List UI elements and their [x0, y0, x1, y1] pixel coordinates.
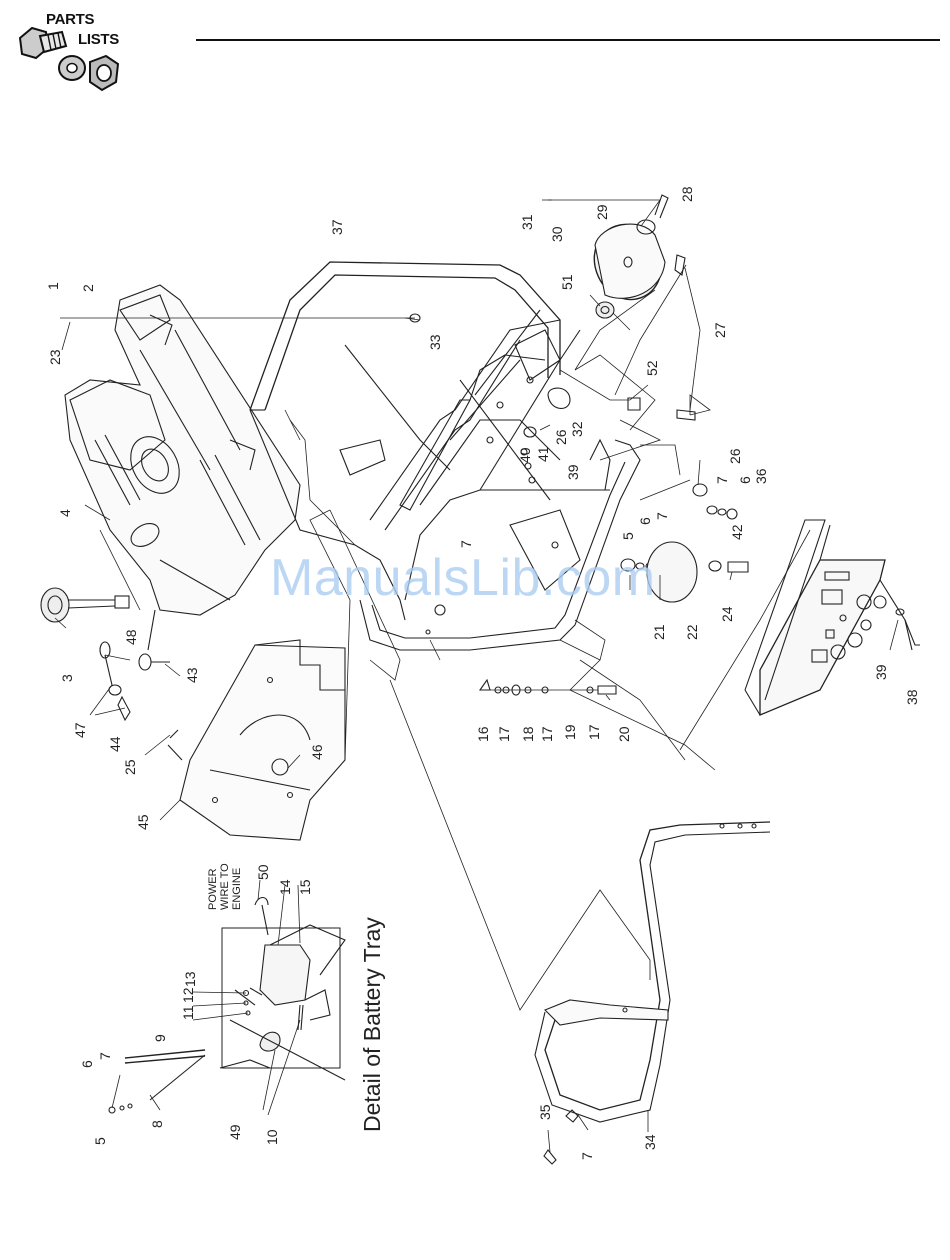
callout-32: 32	[569, 421, 585, 437]
callout-6: 6	[737, 476, 753, 484]
callout-36: 36	[753, 468, 769, 484]
callout-37: 37	[329, 219, 345, 235]
callout-20: 20	[616, 726, 632, 742]
callout-29: 29	[594, 204, 610, 220]
callout-31: 31	[519, 214, 535, 230]
callout-17: 17	[496, 726, 512, 742]
callout-13: 13	[182, 971, 198, 987]
callout-47: 47	[72, 722, 88, 738]
callout-10: 10	[264, 1129, 280, 1145]
handle-drawing	[535, 822, 770, 1164]
callout-44: 44	[107, 736, 123, 752]
callout-7: 7	[714, 476, 730, 484]
callout-39: 39	[873, 664, 889, 680]
callout-9: 9	[152, 1034, 168, 1042]
fuel-tank-drawing	[65, 285, 300, 615]
callout-26: 26	[727, 448, 743, 464]
callout-42: 42	[729, 524, 745, 540]
power-wire-label: POWER WIRE TO ENGINE	[207, 863, 243, 910]
callout-40: 40	[517, 447, 533, 463]
callout-6: 6	[637, 517, 653, 525]
detail-title: Detail of Battery Tray	[359, 917, 385, 1132]
power-wire-line-3: ENGINE	[231, 868, 243, 910]
callout-21: 21	[651, 624, 667, 640]
callout-7: 7	[654, 512, 670, 520]
power-wire-line-1: POWER	[207, 868, 219, 910]
callout-18: 18	[520, 726, 536, 742]
callout-27: 27	[712, 322, 728, 338]
callout-22: 22	[684, 624, 700, 640]
callout-30: 30	[549, 226, 565, 242]
callout-26: 26	[553, 429, 569, 445]
callout-3: 3	[59, 674, 75, 682]
hardware-bottom-drawing	[480, 680, 616, 695]
callout-6: 6	[79, 1060, 95, 1068]
callout-23: 23	[47, 349, 63, 365]
fuel-cap-drawing	[41, 588, 129, 622]
callout-14: 14	[277, 879, 293, 895]
callout-11: 11	[180, 1005, 196, 1020]
callout-39: 39	[565, 464, 581, 480]
callout-52: 52	[644, 360, 660, 376]
main-frame-drawing	[250, 262, 640, 650]
callout-34: 34	[642, 1134, 658, 1150]
callout-28: 28	[679, 186, 695, 202]
callout-5: 5	[620, 532, 636, 540]
callout-25: 25	[122, 759, 138, 775]
callout-48: 48	[123, 629, 139, 645]
callout-16: 16	[475, 726, 491, 742]
callout-7: 7	[97, 1052, 113, 1060]
callout-8: 8	[149, 1120, 165, 1128]
callout-7: 7	[458, 540, 474, 548]
callout-1: 1	[45, 282, 61, 290]
callout-41: 41	[535, 446, 551, 462]
callout-2: 2	[80, 284, 96, 292]
callout-49: 49	[227, 1124, 243, 1140]
callout-4: 4	[57, 509, 73, 517]
callout-24: 24	[719, 606, 735, 622]
callout-5: 5	[92, 1137, 108, 1145]
callout-45: 45	[135, 814, 151, 830]
callout-33: 33	[427, 334, 443, 350]
callout-17: 17	[586, 724, 602, 740]
callout-51: 51	[559, 274, 575, 290]
callout-7: 7	[579, 1152, 595, 1160]
power-wire-line-2: WIRE TO	[219, 863, 231, 910]
callout-35: 35	[537, 1104, 553, 1120]
battery-tray-detail-drawing	[109, 898, 345, 1114]
callout-19: 19	[562, 724, 578, 740]
callout-15: 15	[297, 879, 313, 895]
control-panel-drawing	[745, 520, 920, 715]
callout-12: 12	[180, 987, 196, 1003]
callout-43: 43	[184, 667, 200, 683]
callout-50: 50	[255, 864, 271, 880]
fuel-valve-fittings-drawing	[100, 610, 170, 720]
callout-46: 46	[309, 744, 325, 760]
callout-38: 38	[904, 689, 920, 705]
callout-17: 17	[539, 726, 555, 742]
